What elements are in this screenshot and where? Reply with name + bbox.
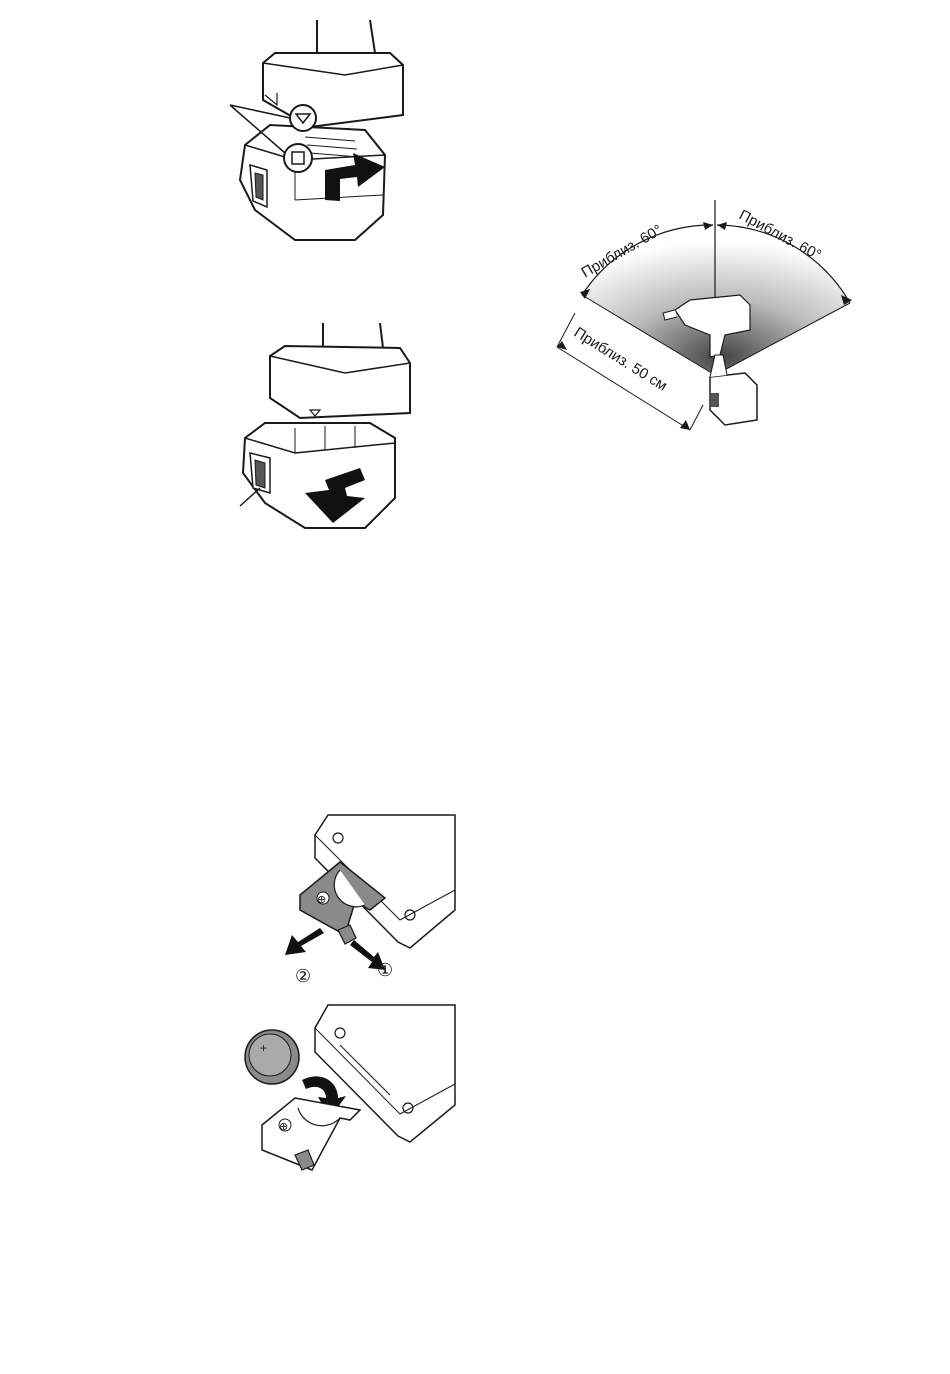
tray-plus-mark: ⊕ — [317, 894, 326, 906]
empty-tray-plus-mark: ⊕ — [279, 1121, 288, 1133]
step-1-marker: ① — [377, 960, 393, 980]
step-2-marker: ② — [295, 966, 311, 986]
coin-battery-replace-illustration: + ⊕ — [240, 1000, 460, 1175]
signal-range-diagram: Приблиз. 60° Приблиз. 60° Приблиз. 50 см — [545, 195, 875, 440]
battery-remove-illustration — [225, 318, 425, 538]
pull-arrow-icon — [285, 928, 324, 955]
coin-battery-icon: + — [245, 1030, 299, 1084]
battery-tray-remove-illustration: ⊕ ② ① — [270, 810, 460, 990]
coin-battery-plus-mark: + — [260, 1041, 267, 1055]
battery-attach-illustration — [215, 15, 425, 245]
